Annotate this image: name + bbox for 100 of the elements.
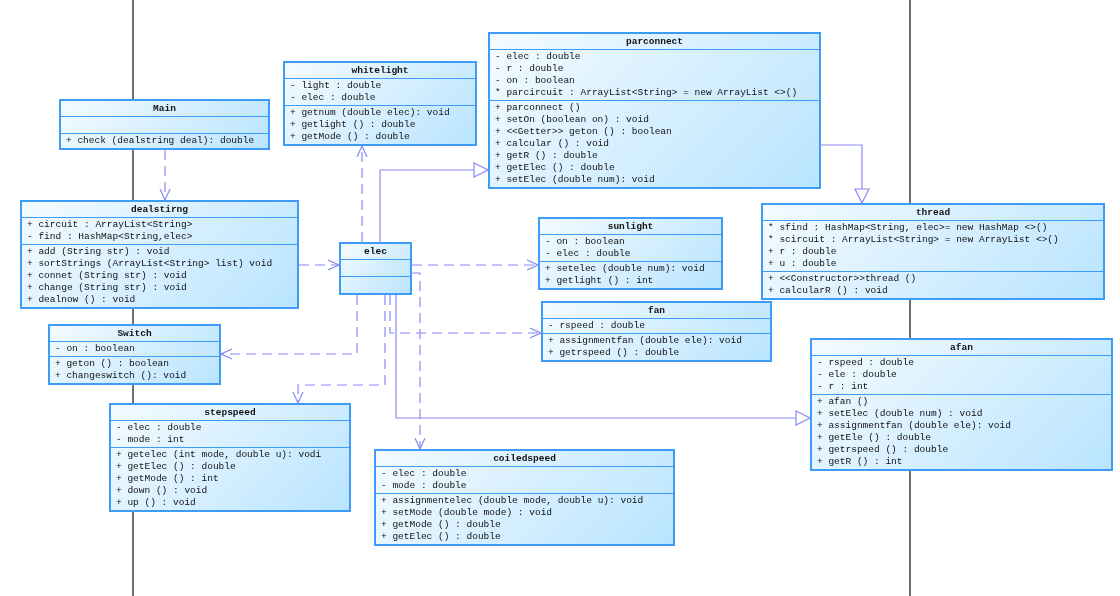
class-box [48, 324, 221, 385]
class-box [541, 301, 772, 362]
generalization-arrow [379, 162, 489, 243]
member-text: + getMode () : int [116, 473, 219, 485]
class-box [283, 61, 477, 146]
member-text: - mode : int [116, 434, 185, 446]
member-text: + up () : void [116, 497, 196, 509]
member-text: - elec : double [495, 51, 581, 63]
class-box [59, 99, 270, 150]
class-name: Main [152, 102, 177, 116]
class-box [761, 203, 1105, 300]
class-box [488, 32, 821, 189]
member-text: + getR () : double [495, 150, 598, 162]
class-name: afan [949, 341, 974, 355]
member-text: - elec : double [116, 422, 202, 434]
member-text: + geton () : boolean [55, 358, 170, 370]
member-list [22, 217, 297, 244]
member-text: + getlight () : double [290, 119, 416, 131]
member-text: - elec : double [381, 468, 467, 480]
member-text: - elec : double [545, 248, 631, 260]
member-text: - on : boolean [55, 343, 135, 355]
member-text: - rspeed : double [548, 320, 645, 332]
member-text: + connet (String str) : void [27, 270, 187, 282]
member-text: + add (String str) : void [27, 246, 170, 258]
member-list [376, 493, 673, 544]
member-text: + changeswitch (): void [55, 370, 187, 382]
member-text: + getelec (int mode, double u): vodi [116, 449, 322, 461]
class-name: thread [914, 206, 952, 220]
member-text: + getR () : int [817, 456, 903, 468]
member-text: + getElec () : double [116, 461, 236, 473]
member-list [111, 447, 349, 510]
member-text: + calcular () : void [495, 138, 610, 150]
dependency-arrow [220, 294, 358, 360]
member-text: + <<Getter>> geton () : boolean [495, 126, 672, 138]
class-name: coiledspeed [492, 452, 557, 466]
member-text: + getEle () : double [817, 432, 932, 444]
class-name: Switch [116, 327, 153, 341]
member-list [540, 261, 721, 288]
member-text: + getMode () : double [290, 131, 410, 143]
class-box [810, 338, 1113, 471]
member-text: + assignmentfan (double ele): void [548, 335, 742, 347]
class-box [374, 449, 675, 546]
class-box [339, 242, 412, 295]
member-text: + u : double [768, 258, 837, 270]
dependency-arrow [356, 145, 368, 243]
member-list [490, 49, 819, 100]
member-text: - ele : double [817, 369, 897, 381]
member-text: + setElec (double num): void [495, 174, 655, 186]
member-text: * parcircuit : ArrayList<String> = new ArrayList <>() [495, 87, 798, 99]
member-text: + setElec (double num) : void [817, 408, 983, 420]
member-text: + afan () [817, 396, 869, 408]
member-list [543, 333, 770, 360]
member-text: + check (dealstring deal): double [66, 135, 255, 147]
class-name: parconnect [625, 35, 684, 49]
class-name: whitelight [350, 64, 410, 78]
member-text: - on : boolean [495, 75, 575, 87]
member-text: - r : double [495, 63, 564, 75]
member-list [22, 244, 297, 307]
member-text: + calcularR () : void [768, 285, 888, 297]
dependency-arrow [292, 294, 386, 404]
member-text: * sfind : HashMap<String, elec>= new HashMap <>() [768, 222, 1048, 234]
class-name: dealstirng [130, 203, 189, 217]
member-list [61, 133, 268, 148]
member-text: - mode : double [381, 480, 467, 492]
generalization-arrow [820, 144, 870, 204]
member-text: + dealnow () : void [27, 294, 136, 306]
member-text: + assignmentfan (double ele): void [817, 420, 1011, 432]
member-text: + getMode () : double [381, 519, 501, 531]
member-text: + getrspeed () : double [548, 347, 680, 359]
member-text: + circuit : ArrayList<String> [27, 219, 193, 231]
dependency-arrow [159, 149, 171, 201]
dependency-arrow [411, 272, 426, 450]
member-text: + getElec () : double [381, 531, 501, 543]
member-text: + getElec () : double [495, 162, 615, 174]
dependency-arrow [411, 259, 539, 271]
member-text: + getlight () : int [545, 275, 654, 287]
member-text: + setOn (boolean on) : void [495, 114, 649, 126]
member-text: - r : int [817, 381, 869, 393]
member-text: + sortStrings (ArrayList<String> list) void [27, 258, 273, 270]
class-name: elec [363, 245, 388, 259]
member-text: + getnum (double elec): void [290, 107, 450, 119]
member-text: + change (String str) : void [27, 282, 187, 294]
member-list [490, 100, 819, 187]
member-text: + down () : void [116, 485, 208, 497]
member-text: + parconnect () [495, 102, 581, 114]
dependency-arrow [389, 294, 542, 339]
member-text: + setMode (double mode) : void [381, 507, 553, 519]
member-list [285, 105, 475, 144]
member-text: + setelec (double num): void [545, 263, 705, 275]
dependency-arrow [298, 259, 340, 271]
class-box [538, 217, 723, 290]
generalization-arrow [395, 294, 811, 426]
member-text: + r : double [768, 246, 837, 258]
member-text: - light : double [290, 80, 382, 92]
class-name: stepspeed [203, 406, 257, 420]
member-text: + assignmentelec (double mode, double u): void [381, 495, 644, 507]
class-name: fan [646, 304, 667, 318]
member-text: - on : boolean [545, 236, 625, 248]
member-text: - find : HashMap<String,elec> [27, 231, 193, 243]
class-name: sunlight [606, 220, 655, 234]
